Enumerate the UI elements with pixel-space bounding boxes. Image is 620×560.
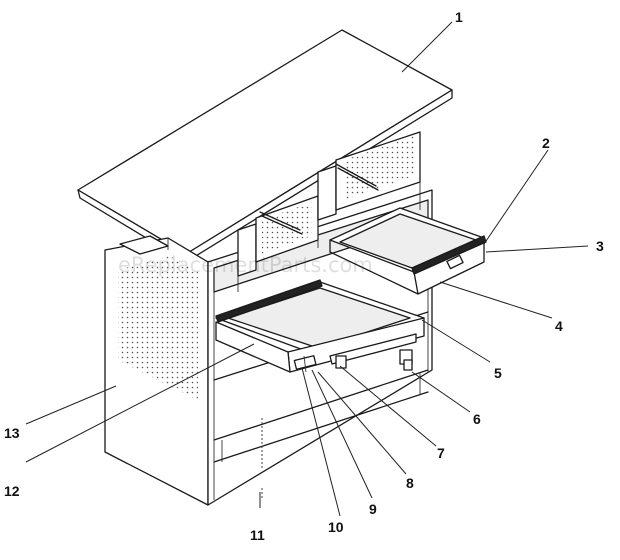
middle-drawer [215,279,425,373]
callout-10: 10 [328,519,344,535]
callout-7: 7 [437,445,445,461]
callout-2: 2 [542,135,550,151]
callout-3: 3 [596,238,604,254]
watermark: eReplacementParts.com [118,253,373,277]
callout-6: 6 [473,411,481,427]
rear-compartments [237,131,421,292]
callout-12: 12 [4,483,20,499]
callout-4: 4 [555,318,563,334]
callout-9: 9 [369,501,377,517]
callout-5: 5 [494,365,502,381]
base-feet [261,349,413,500]
callouts: 1 2 3 4 5 6 7 8 9 10 11 12 13 [4,9,604,543]
callout-8: 8 [406,475,414,491]
left-side-panel [104,235,209,506]
leader-lines [25,21,589,517]
callout-11: 11 [250,527,265,543]
upper-drawer [329,207,487,295]
callout-1: 1 [455,9,463,25]
callout-13: 13 [4,425,20,441]
